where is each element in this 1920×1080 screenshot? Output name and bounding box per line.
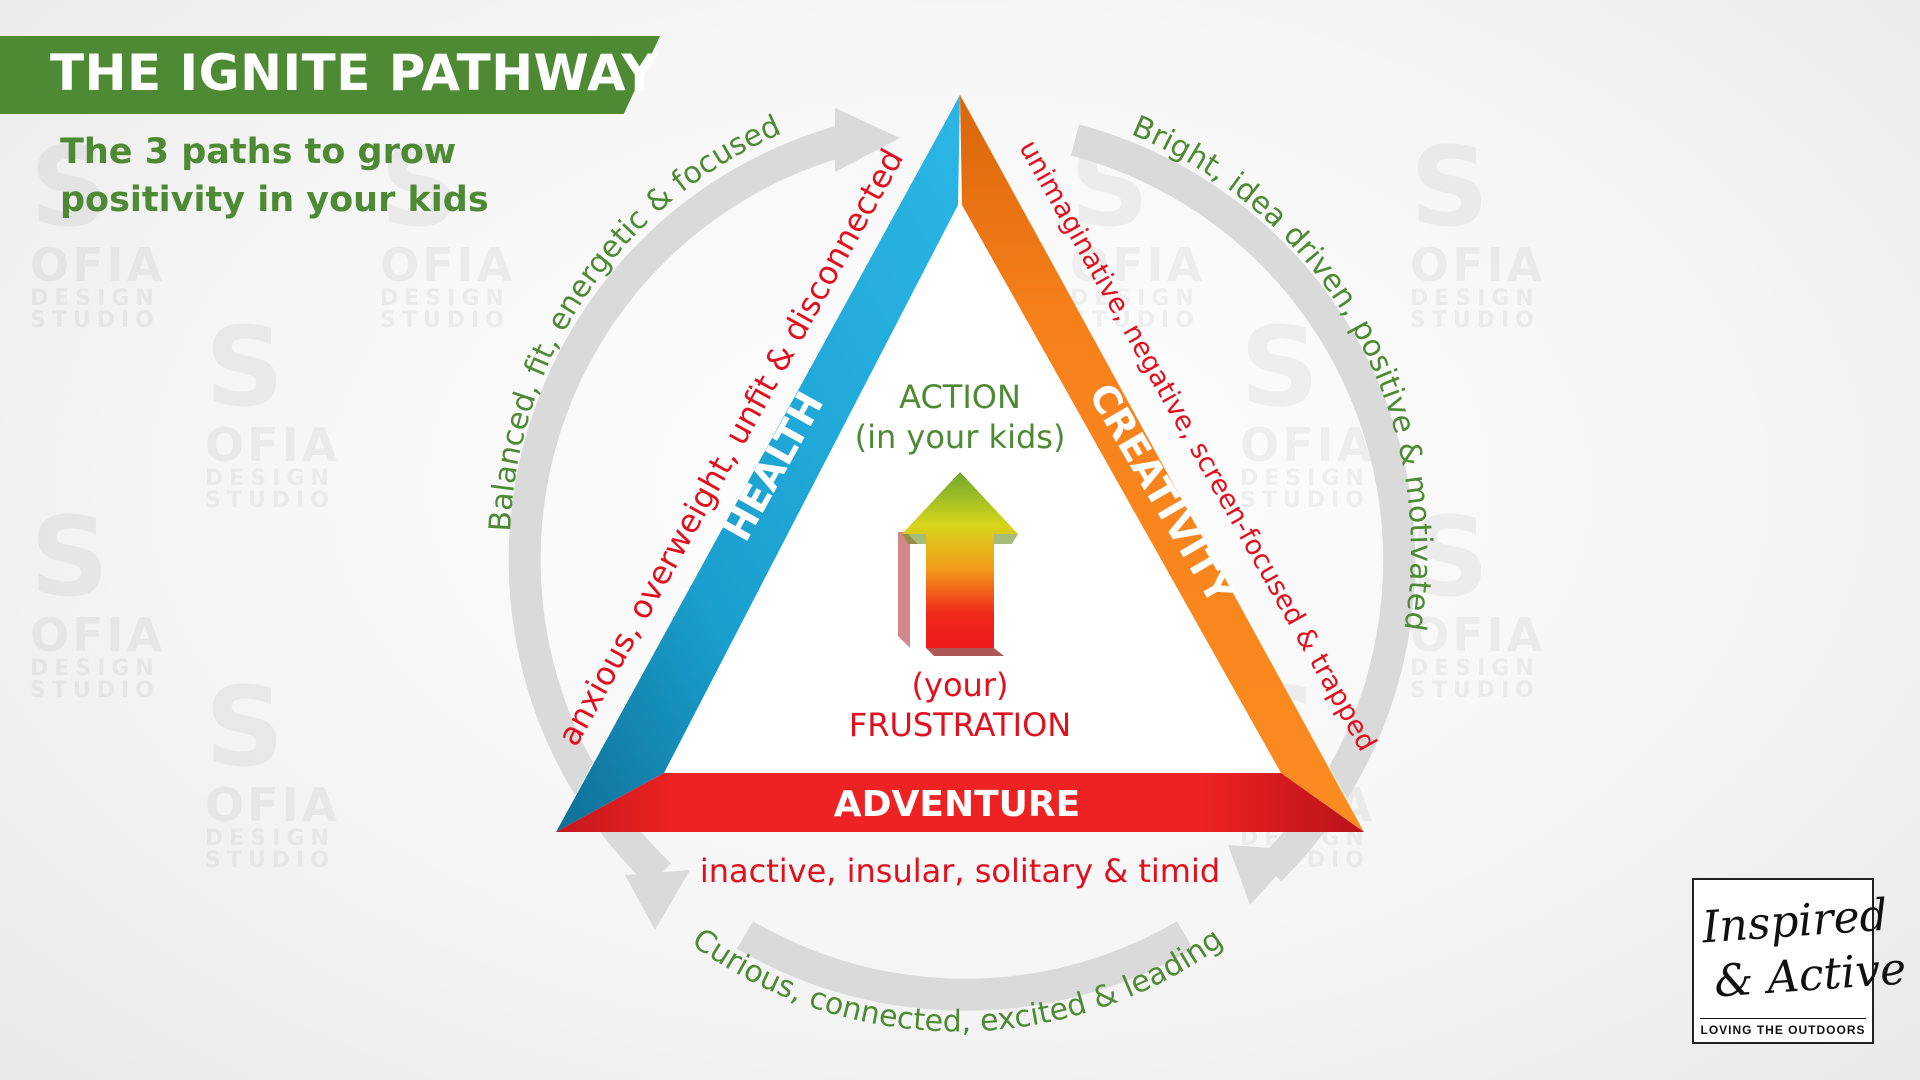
ring-arrowhead-left [835, 108, 900, 172]
adventure-negative-text: inactive, insular, solitary & timid [700, 852, 1220, 890]
logo-line-1: Inspired [1700, 889, 1890, 954]
inspired-active-logo: Inspired & Active LOVING THE OUTDOORS [1692, 878, 1908, 1044]
subtitle-line-2: positivity in your kids [60, 180, 489, 220]
action-label: ACTION [899, 378, 1021, 416]
page-title: THE IGNITE PATHWAY [50, 44, 659, 102]
subtitle-line-1: The 3 paths to grow [60, 132, 457, 172]
logo-line-2: & Active [1712, 943, 1908, 1008]
action-sublabel: (in your kids) [855, 418, 1066, 456]
arrow-up-icon [898, 472, 1018, 656]
triangle-interior [556, 95, 1364, 830]
adventure-label: ADVENTURE [834, 784, 1080, 825]
logo-tagline: LOVING THE OUTDOORS [1700, 1018, 1866, 1037]
title-banner [0, 36, 660, 114]
health-side [556, 95, 960, 832]
creativity-side [960, 95, 1364, 832]
page-subtitle: The 3 paths to grow positivity in your k… [60, 128, 520, 224]
adventure-side [556, 773, 1364, 832]
cycle-ring [508, 124, 1416, 1011]
ring-arrowhead-right [1228, 845, 1300, 905]
ring-arrowhead-bottom [625, 870, 690, 930]
frustration-sublabel: (your) [912, 666, 1009, 704]
frustration-label: FRUSTRATION [849, 706, 1071, 744]
